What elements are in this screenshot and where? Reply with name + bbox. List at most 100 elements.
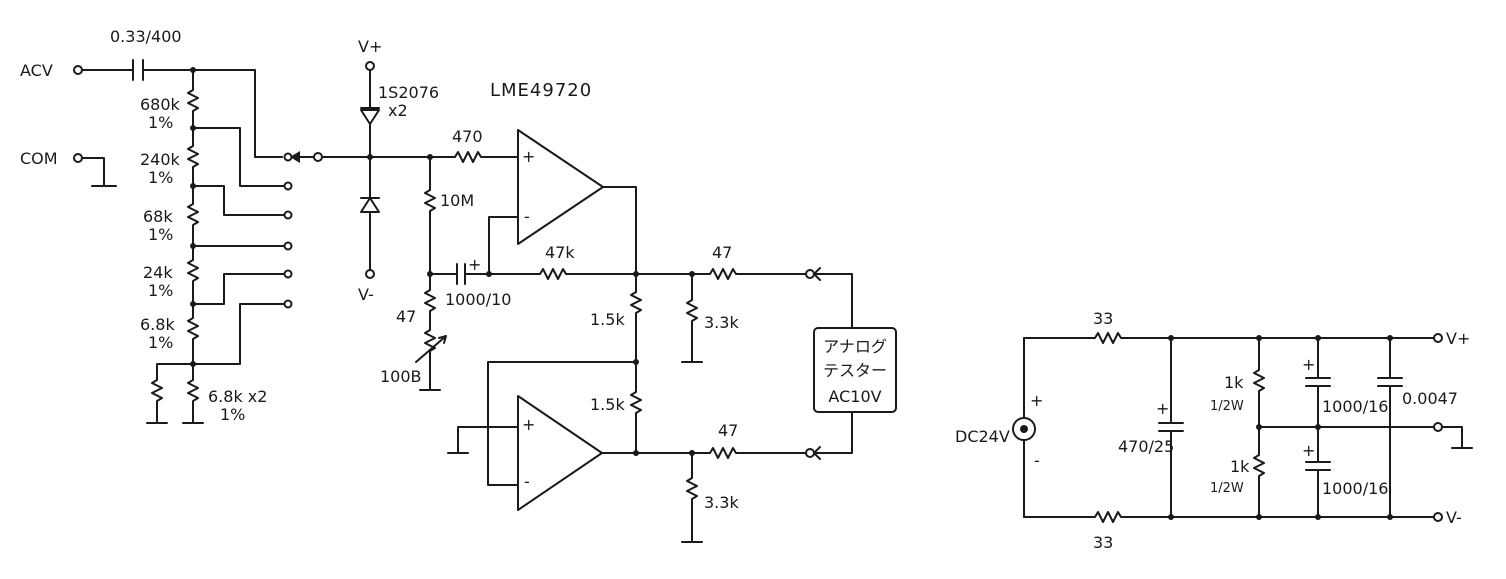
resistor-1k5-a	[630, 291, 642, 363]
analog-meter: アナログ テスター AC10V	[813, 267, 897, 460]
divider-r6-value: 6.8k x2	[208, 387, 267, 406]
input-section: ACV 0.33/400 COM	[20, 27, 239, 187]
psu-r1k-bot: 1k	[1230, 457, 1250, 476]
switch-tap-3	[192, 185, 285, 216]
power-supply: DC24V + - 33 V+ 33 V- + 470/25 1k 1/2W 1…	[955, 309, 1473, 552]
divider-r3-tol: 1%	[148, 225, 173, 244]
bridge-network: 1.5k 1.5k 47 3.3k 47 3.3k	[590, 243, 815, 543]
switch-wiper-arrow-icon	[290, 151, 300, 163]
range-switch	[192, 69, 456, 365]
opamp-b-minus: -	[524, 472, 530, 491]
resistor-47-bottom	[635, 447, 807, 459]
psu-bottom-rail	[1023, 511, 1435, 523]
diode-part-label: 1S2076	[378, 83, 439, 102]
meter-terminal-top	[805, 269, 815, 279]
meter-arrow-bottom-icon	[813, 446, 821, 460]
junction	[1168, 335, 1174, 341]
vplus-terminal	[365, 61, 375, 71]
resistor-10m	[424, 156, 436, 275]
switch-tap-5	[192, 273, 285, 305]
psu-vminus-terminal	[1433, 512, 1443, 522]
opamp-a-minus: -	[524, 207, 530, 226]
opamp-b-plus: +	[522, 415, 535, 434]
meter-line3: AC10V	[828, 387, 881, 406]
psu-minus-label: -	[1034, 451, 1040, 470]
psu-r-top-label: 33	[1093, 309, 1113, 328]
meter-line1: アナログ	[823, 337, 887, 356]
vminus-label: V-	[358, 285, 374, 304]
resistor-47-top	[635, 268, 807, 280]
psu-source-label: DC24V	[955, 427, 1010, 446]
switch-contact	[283, 241, 293, 251]
resistor-470	[454, 151, 519, 163]
switch-common	[313, 152, 323, 162]
psu-c-top-label: 1000/16	[1322, 397, 1388, 416]
junction	[1315, 424, 1321, 430]
switch-tap-6	[192, 303, 285, 365]
switch-contact	[283, 181, 293, 191]
switch-contact	[283, 269, 293, 279]
pot-label: 100B	[380, 367, 422, 386]
psu-c-top-plus: +	[1302, 355, 1315, 374]
r47a-label: 47	[396, 307, 416, 326]
pot-arrow-icon	[415, 335, 447, 363]
switch-tap-2	[192, 127, 285, 187]
psu-ground-icon	[1441, 426, 1473, 449]
resistor-1k5-b	[630, 361, 642, 454]
opamp-a: LME49720 470 + - 10M + 1000/10 47k 47 10…	[380, 80, 639, 391]
divider-r4-tol: 1%	[148, 281, 173, 300]
psu-r1k-top-w: 1/2W	[1210, 399, 1244, 414]
psu-r1k-top: 1k	[1224, 373, 1244, 392]
acv-label: ACV	[20, 61, 53, 80]
switch-tap-1	[192, 69, 283, 158]
r470-label: 470	[452, 127, 483, 146]
divider-r1-value: 680k	[140, 95, 181, 114]
psu-c-bot-plus: +	[1302, 441, 1315, 460]
input-capacitor	[132, 59, 144, 81]
dc-jack-icon	[1012, 417, 1036, 441]
resistor-3k3-top	[681, 273, 703, 363]
divider-r3-value: 68k	[143, 207, 173, 226]
opamp-b-feedback	[487, 361, 637, 486]
com-ground	[81, 157, 117, 187]
divider-ladder: 680k 1% 240k 1% 68k 1% 24k 1% 6.8k 1% 6.…	[140, 67, 267, 424]
divider-r2-value: 240k	[140, 150, 181, 169]
diode-qty-label: x2	[388, 101, 408, 120]
r47c-label: 47	[718, 421, 738, 440]
psu-vminus-label: V-	[1446, 508, 1462, 527]
psu-bulk-capacitor	[1158, 337, 1184, 518]
psu-r-bot-label: 33	[1093, 533, 1113, 552]
divider-parallel-resistor	[146, 363, 194, 424]
acv-terminal	[73, 65, 83, 75]
opamp-b: + -	[447, 361, 637, 511]
vminus-terminal	[365, 269, 375, 279]
psu-c-bot-label: 1000/16	[1322, 479, 1388, 498]
psu-cap-bottom	[1305, 426, 1331, 518]
junction	[367, 154, 373, 160]
capacitor-1000-10	[429, 263, 490, 285]
junction	[1256, 514, 1262, 520]
psu-top-rail	[1023, 332, 1435, 344]
psu-vplus-label: V+	[1446, 329, 1470, 348]
psu-gnd-terminal	[1433, 422, 1443, 432]
r3k3a-label: 3.3k	[704, 313, 739, 332]
clamp-diodes: V+ V- 1S2076 x2	[358, 37, 439, 304]
resistor-47-and-pot	[419, 273, 441, 391]
psu-c-bulk-label: 470/25	[1118, 437, 1174, 456]
meter-terminal-bottom	[805, 448, 815, 458]
cap-fb-plus: +	[468, 255, 481, 274]
dc-jack-pin	[1020, 425, 1028, 433]
r10m-label: 10M	[440, 191, 474, 210]
psu-film-capacitor	[1377, 337, 1403, 518]
psu-vplus-terminal	[1433, 333, 1443, 343]
divider-r1-tol: 1%	[148, 113, 173, 132]
switch-contact	[283, 299, 293, 309]
cap-fb-label: 1000/10	[445, 290, 511, 309]
vplus-label: V+	[358, 37, 382, 56]
junction	[1315, 514, 1321, 520]
r47k-label: 47k	[545, 243, 575, 262]
junction	[1315, 335, 1321, 341]
r1k5b-label: 1.5k	[590, 395, 625, 414]
opamp-a-output-wire	[602, 186, 637, 293]
